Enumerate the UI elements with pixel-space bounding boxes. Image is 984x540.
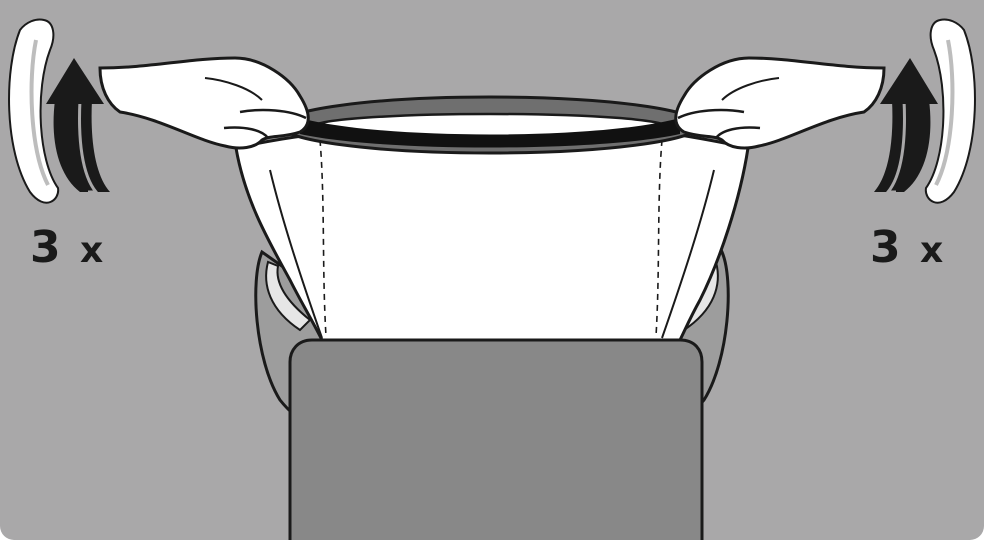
rotate-clockwise-arrow-icon [874, 19, 975, 202]
left-count-number: 3 [30, 222, 63, 273]
bin-front [290, 340, 702, 540]
right-repeat-count: 3 x [870, 222, 945, 273]
left-repeat-count: 3 x [30, 222, 105, 273]
right-count-multiplier: x [920, 230, 945, 271]
right-hand [676, 58, 884, 148]
left-count-multiplier: x [80, 230, 105, 271]
bag-elastic-rim [280, 97, 700, 153]
rotate-counterclockwise-arrow-icon [9, 19, 110, 202]
left-hand [100, 58, 308, 148]
bin-bag [236, 135, 748, 340]
right-count-number: 3 [870, 222, 903, 273]
